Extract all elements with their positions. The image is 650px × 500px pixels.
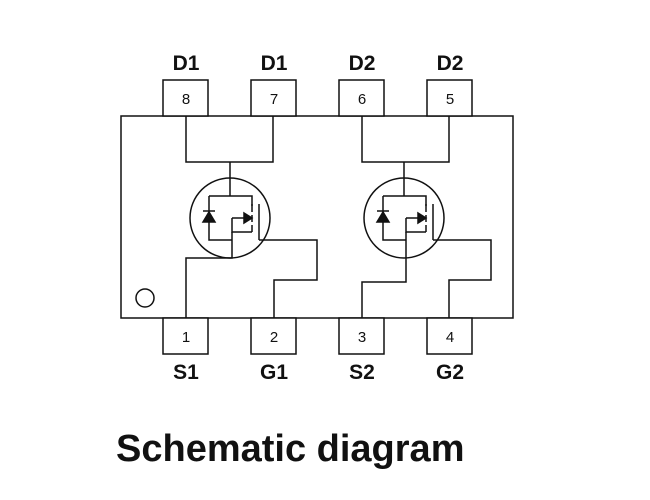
pin-7: 7 D1: [250, 52, 297, 117]
pin-name: S2: [349, 361, 375, 384]
pin-name: D2: [349, 52, 376, 75]
pin-name: D1: [173, 52, 200, 75]
pin-1: 1 S1: [162, 317, 209, 384]
drain-wire-1: [185, 116, 274, 163]
pin-8: 8 D1: [162, 52, 209, 117]
pin-name: G2: [436, 361, 464, 384]
drain-internal-2: [383, 195, 427, 206]
body-arrow-1: [243, 211, 254, 225]
pin-number: 7: [270, 91, 278, 108]
pin-5: 5 D2: [426, 52, 473, 117]
pin-number: 8: [182, 91, 190, 108]
gate-wire-1: [259, 239, 318, 318]
pin-name: D1: [261, 52, 288, 75]
pin-box: [338, 317, 385, 355]
pin-2: 2 G1: [250, 317, 297, 384]
pin1-indicator-dot: [135, 288, 155, 308]
mosfet-2: [361, 116, 492, 318]
source-wire-1: [185, 232, 233, 318]
pin-4: 4 G2: [426, 317, 473, 384]
pin-number: 4: [446, 329, 454, 346]
pin-name: D2: [437, 52, 464, 75]
pin-number: 2: [270, 329, 278, 346]
pin-3: 3 S2: [338, 317, 385, 384]
pin-name: S1: [173, 361, 199, 384]
mosfet-circle-2: [363, 177, 445, 259]
pin-6: 6 D2: [338, 52, 385, 117]
pin-number: 3: [358, 329, 366, 346]
source-wire-2: [361, 232, 407, 318]
diode-triangle-1: [201, 210, 217, 223]
pin-name: G1: [260, 361, 288, 384]
pin-number: 6: [358, 91, 366, 108]
pin-box: [426, 317, 473, 355]
pin-box: [250, 317, 297, 355]
mosfet-1: [185, 116, 318, 318]
pin-box: [162, 79, 209, 117]
pin-box: [426, 79, 473, 117]
body-arrow-2: [417, 211, 428, 225]
pin-number: 1: [182, 329, 190, 346]
gate-wire-2: [433, 239, 492, 318]
ic-package-body: [120, 115, 514, 319]
pin-number: 5: [446, 91, 454, 108]
drain-internal-1: [209, 195, 253, 206]
diode-triangle-2: [375, 210, 391, 223]
drain-wire-2: [361, 116, 450, 163]
caption: Schematic diagram: [116, 428, 465, 470]
